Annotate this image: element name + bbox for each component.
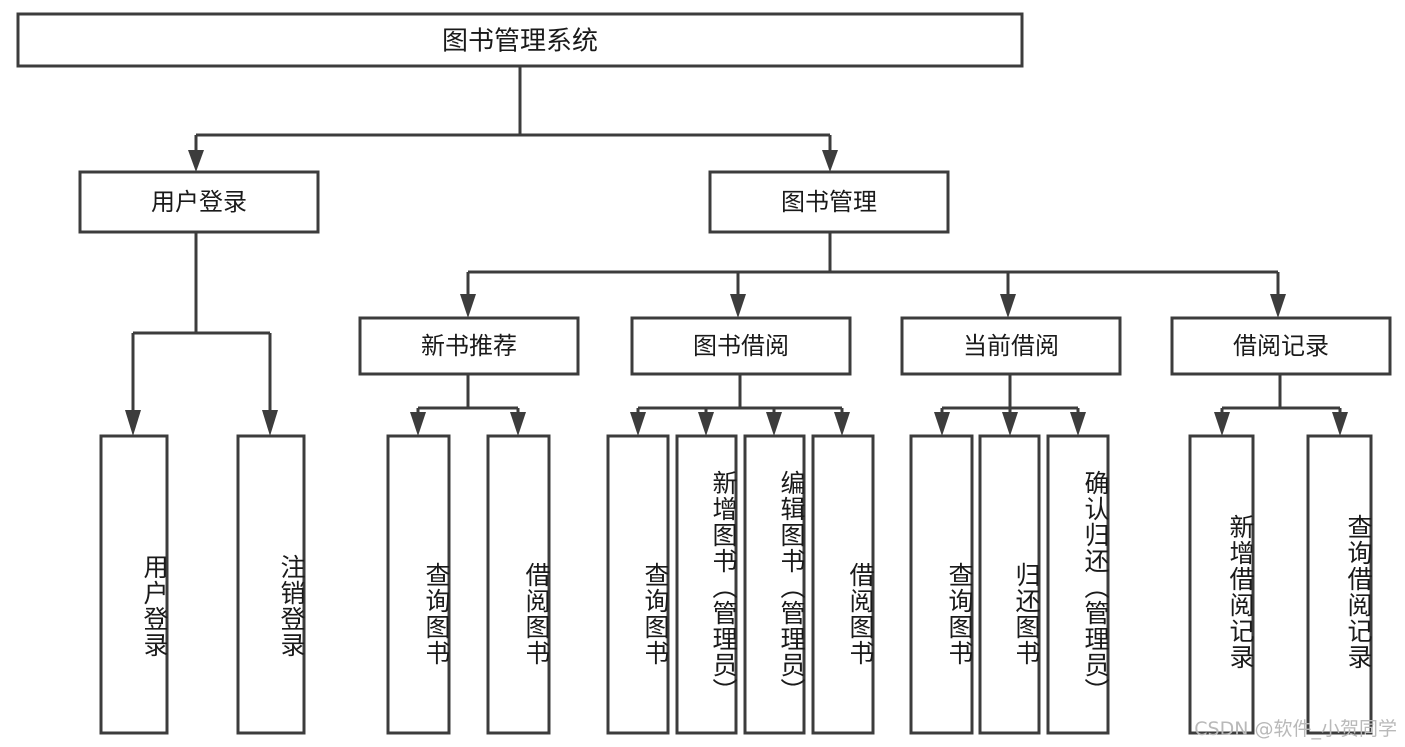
node-book-manage[interactable]: 图书管理 [708, 170, 950, 234]
node-leaf-return-book-box[interactable] [978, 434, 1041, 735]
arrow-to-current-borrow [1000, 294, 1016, 318]
node-borrow-record[interactable]: 借阅记录 [1170, 316, 1392, 376]
node-current-borrow-label: 当前借阅 [963, 332, 1059, 360]
arrow-to-leaf-return-book [1002, 412, 1018, 436]
arrow-root-to-book-manage [822, 150, 838, 172]
connector-layer [125, 66, 1348, 436]
node-leaf-confirm-return-box[interactable] [1046, 434, 1110, 735]
node-leaf-borrow-book-1-box[interactable] [486, 434, 551, 735]
node-new-book-rec-label: 新书推荐 [421, 332, 517, 360]
arrow-to-leaf-query-book-3 [934, 412, 950, 436]
arrow-to-borrow-record [1270, 294, 1286, 318]
arrow-root-to-user-login [188, 150, 204, 172]
node-user-login-box[interactable] [78, 170, 320, 234]
node-leaf-borrow-book-2-box[interactable] [811, 434, 875, 735]
node-new-book-rec-box[interactable] [358, 316, 580, 376]
arrow-to-leaf-user-login [125, 410, 141, 436]
arrow-to-book-borrow [730, 294, 746, 318]
node-borrow-record-box[interactable] [1170, 316, 1392, 376]
arrow-to-leaf-add-book [698, 412, 714, 436]
node-root-box[interactable] [16, 12, 1024, 68]
node-leaf-user-logout-box[interactable] [236, 434, 306, 735]
arrow-to-leaf-confirm-return [1070, 412, 1086, 436]
arrow-to-leaf-query-record [1332, 412, 1348, 436]
node-leaf-user-login-box[interactable] [99, 434, 169, 735]
node-book-borrow-label: 图书借阅 [693, 332, 789, 360]
csdn-watermark: CSDN @软件_小贺同学 [1194, 718, 1397, 740]
node-leaf-query-book-2-box[interactable] [606, 434, 670, 735]
node-leaf-add-record-box[interactable] [1188, 434, 1255, 735]
node-borrow-record-label: 借阅记录 [1233, 332, 1329, 360]
arrow-to-leaf-borrow-book-2 [834, 412, 850, 436]
arrow-to-leaf-query-book-2 [630, 412, 646, 436]
node-current-borrow-box[interactable] [900, 316, 1122, 376]
arrow-to-new-book-rec [460, 294, 476, 318]
arrow-to-leaf-edit-book [766, 412, 782, 436]
node-leaf-add-book-box[interactable] [675, 434, 738, 735]
node-book-manage-label: 图书管理 [781, 188, 877, 216]
node-book-borrow-box[interactable] [630, 316, 852, 376]
node-book-borrow[interactable]: 图书借阅 [630, 316, 852, 376]
node-leaf-query-record-box[interactable] [1306, 434, 1373, 735]
node-root[interactable]: 图书管理系统 [16, 12, 1024, 68]
arrow-to-leaf-borrow-book-1 [510, 412, 526, 436]
arrow-to-leaf-query-book-1 [410, 412, 426, 436]
node-user-login[interactable]: 用户登录 [78, 170, 320, 234]
node-leaf-query-book-1-box[interactable] [386, 434, 451, 735]
node-leaf-query-book-3-box[interactable] [909, 434, 974, 735]
node-new-book-rec[interactable]: 新书推荐 [358, 316, 580, 376]
node-leaf-edit-book-box[interactable] [743, 434, 806, 735]
arrow-to-leaf-user-logout [262, 410, 278, 436]
node-book-manage-box[interactable] [708, 170, 950, 234]
node-current-borrow[interactable]: 当前借阅 [900, 316, 1122, 376]
arrow-to-leaf-add-record [1214, 412, 1230, 436]
node-root-label: 图书管理系统 [442, 27, 598, 57]
node-user-login-label: 用户登录 [151, 188, 247, 216]
